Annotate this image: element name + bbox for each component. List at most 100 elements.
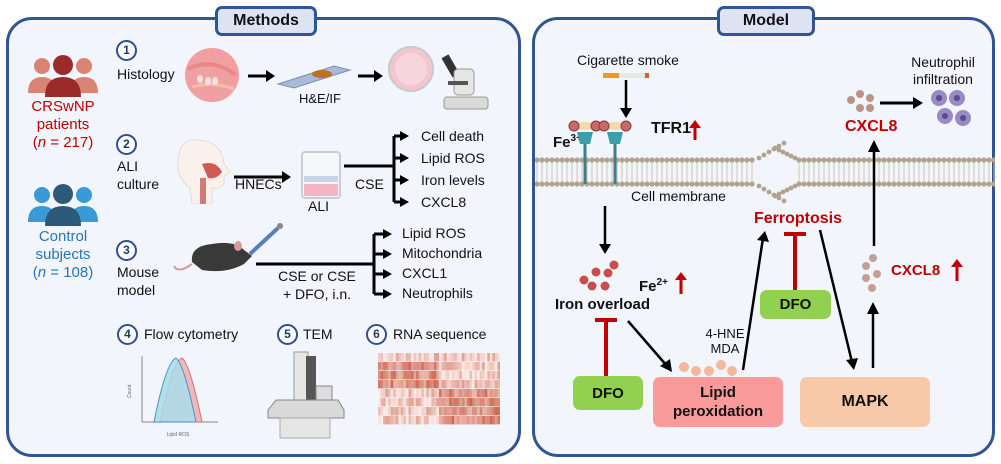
neutrophil-infiltration-graphic (847, 90, 971, 126)
heatmap-cell (405, 389, 409, 398)
flow-histogram: Count Lipid ROS (127, 356, 218, 438)
heatmap-cell (444, 362, 447, 371)
step-1-label: Histology (117, 66, 175, 82)
heatmap-cell (393, 362, 396, 371)
n-value: = 217) (46, 134, 94, 151)
heatmap-cell (433, 380, 437, 389)
heatmap-cell (426, 353, 430, 362)
heatmap-cell (385, 371, 389, 380)
lipid-head (699, 181, 705, 187)
n-value: = 108) (46, 264, 94, 281)
lipid-head (639, 157, 645, 163)
heatmap-cell (477, 416, 480, 425)
heatmap-cell (395, 362, 399, 371)
heatmap-cell (405, 371, 409, 380)
lipid-head (776, 195, 782, 201)
heatmap-cell (479, 416, 483, 425)
heatmap-cell (398, 398, 402, 407)
heatmap-cell (403, 353, 407, 362)
heatmap-cell (469, 371, 473, 380)
step-3-treatment-line2: + DFO, i.n. (282, 286, 352, 302)
lipid-head (749, 157, 755, 163)
heatmap-cell (405, 407, 409, 416)
lipid-head (788, 153, 794, 159)
heatmap-cell (459, 371, 463, 380)
lipid-head (594, 157, 600, 163)
heatmap-cell (421, 353, 424, 362)
heatmap-cell (454, 362, 457, 371)
heatmap-cell (416, 416, 419, 425)
lipid-head (792, 155, 798, 161)
heatmap-cell (408, 389, 412, 398)
heatmap-cell (489, 371, 493, 380)
mapk-box: MAPK (800, 377, 930, 427)
iron-overload-label: Iron overload (555, 296, 651, 313)
heatmap-cell (385, 362, 389, 371)
lipid-head (574, 157, 580, 163)
heatmap-cell (413, 398, 417, 407)
hnecs-label: HNECs (235, 176, 282, 192)
lipid-head (544, 181, 550, 187)
heatmap-cell (456, 398, 460, 407)
heatmap-cell (411, 353, 414, 362)
patients-label-line2: patients (36, 116, 90, 133)
heatmap-cell (418, 353, 422, 362)
lipid-head (921, 181, 927, 187)
lipid-head (991, 157, 995, 163)
heatmap-cell (400, 362, 404, 371)
control-count: (n = 108) (20, 264, 106, 281)
heatmap-cell (466, 398, 470, 407)
lipid-head (756, 183, 762, 189)
heatmap-cell (454, 371, 457, 380)
heatmap-cell (413, 416, 417, 425)
lipid-head (841, 181, 847, 187)
step-2-output-arrows (344, 131, 409, 207)
lipid-head (788, 185, 794, 191)
lipid-head (816, 157, 822, 163)
heatmap-cell (494, 398, 498, 407)
step-2-output-4: CXCL8 (421, 194, 467, 210)
heatmap-cell (494, 362, 498, 371)
lipid-head (976, 181, 982, 187)
heatmap-cell (464, 416, 468, 425)
heatmap-cell (403, 371, 407, 380)
heatmap-cell (383, 398, 386, 407)
heatmap-cell (383, 407, 386, 416)
heatmap-cell (418, 398, 422, 407)
heatmap-cell (395, 416, 399, 425)
lipid-head (826, 181, 832, 187)
step-2-badge: 2 (116, 134, 137, 155)
fe2-base: Fe (639, 278, 657, 295)
heatmap-cell (464, 398, 468, 407)
heatmap-cell (484, 380, 488, 389)
lipid-head (961, 157, 967, 163)
heatmap-cell (461, 398, 465, 407)
heatmap-cell (380, 398, 384, 407)
lipid-head (846, 157, 852, 163)
heatmap-cell (466, 389, 470, 398)
lipid-head (851, 181, 857, 187)
heatmap-cell (441, 353, 445, 362)
cxcl8-particles (862, 254, 881, 292)
heatmap-cell (487, 371, 491, 380)
heatmap-cell (494, 389, 498, 398)
heatmap-cell (433, 362, 437, 371)
heatmap-cell (436, 353, 440, 362)
lipid-head (946, 181, 952, 187)
lipid-head (916, 181, 922, 187)
lipid-head (881, 157, 887, 163)
heatmap-cell (472, 380, 475, 389)
heatmap-cell (390, 380, 394, 389)
lipid-head (896, 157, 902, 163)
step-3-output-2: Mitochondria (402, 245, 483, 261)
heatmap-cell (383, 362, 386, 371)
heatmap-cell (451, 362, 455, 371)
heatmap-cell (456, 353, 460, 362)
fe2-up-arrow-icon (675, 272, 687, 294)
heatmap-cell (418, 416, 422, 425)
lipid-head (981, 181, 987, 187)
lipid-head (664, 157, 670, 163)
heatmap-cell (482, 371, 485, 380)
model-title: Model (717, 6, 815, 36)
heatmap-cell (459, 389, 463, 398)
